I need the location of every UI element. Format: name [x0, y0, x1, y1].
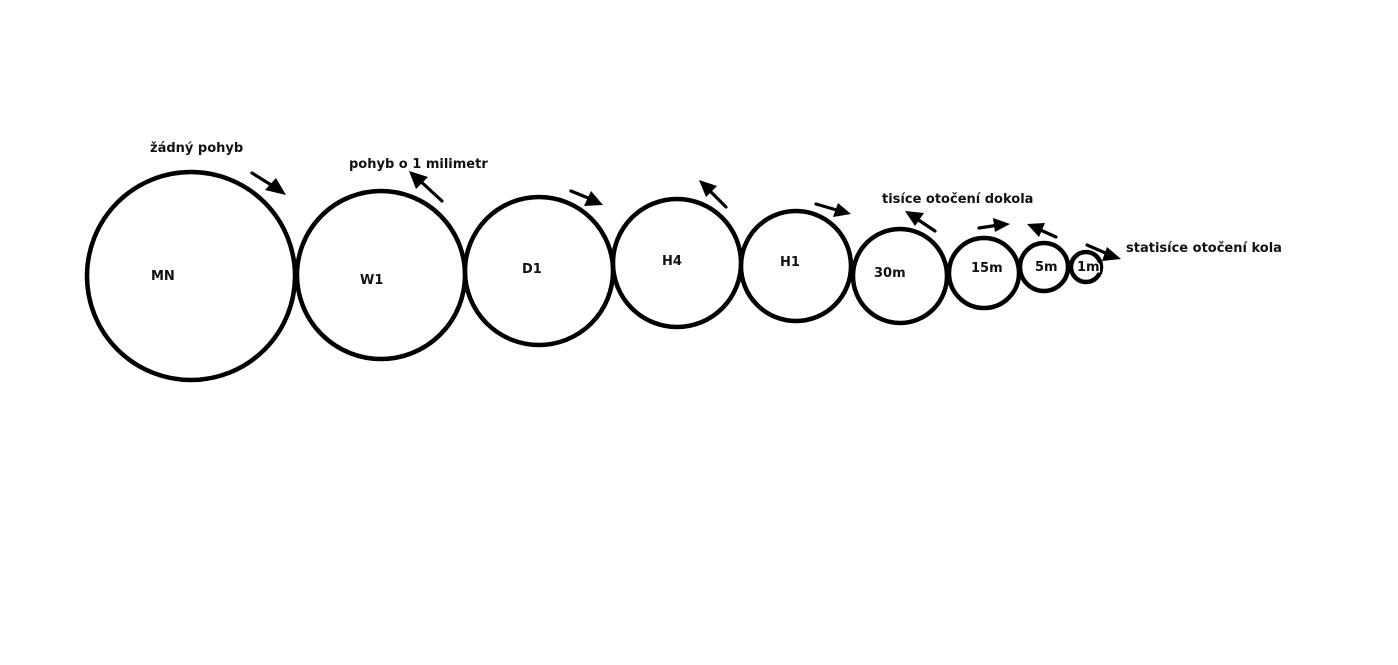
- note-thousands-of-turns: tisíce otočení dokola: [882, 192, 1033, 207]
- arrow-icon-mn: [250, 171, 286, 195]
- arrow-icon-w1: [409, 171, 444, 203]
- wheel-label-15m: 15m: [971, 261, 1003, 276]
- wheel-label-30m: 30m: [874, 266, 906, 281]
- note-no-movement: žádný pohyb: [150, 141, 243, 156]
- arrow-icon-h4: [699, 180, 728, 209]
- wheel-label-1m: 1m: [1077, 260, 1100, 275]
- note-one-millimeter: pohyb o 1 milimetr: [349, 157, 488, 172]
- arrow-icon-1m: [1085, 243, 1121, 261]
- wheel-mn: [84, 169, 298, 383]
- wheel-label-w1: W1: [360, 273, 383, 288]
- note-hundreds-of-thousands-of-turns: statisíce otočení kola: [1126, 241, 1282, 256]
- wheel-label-h1: H1: [780, 255, 800, 270]
- arrow-icon-15m: [977, 218, 1010, 232]
- wheel-label-mn: MN: [151, 269, 175, 284]
- wheel-label-5m: 5m: [1035, 260, 1058, 275]
- wheel-h1: [738, 208, 854, 324]
- arrow-icon-30m: [905, 211, 937, 233]
- wheel-1m: [1068, 249, 1104, 285]
- wheel-label-h4: H4: [662, 254, 682, 269]
- wheel-label-d1: D1: [522, 262, 542, 277]
- wheel-5m: [1017, 240, 1071, 294]
- arrow-icon-d1: [569, 189, 603, 206]
- arrow-icon-5m: [1027, 223, 1058, 239]
- arrow-icon-h1: [814, 202, 851, 217]
